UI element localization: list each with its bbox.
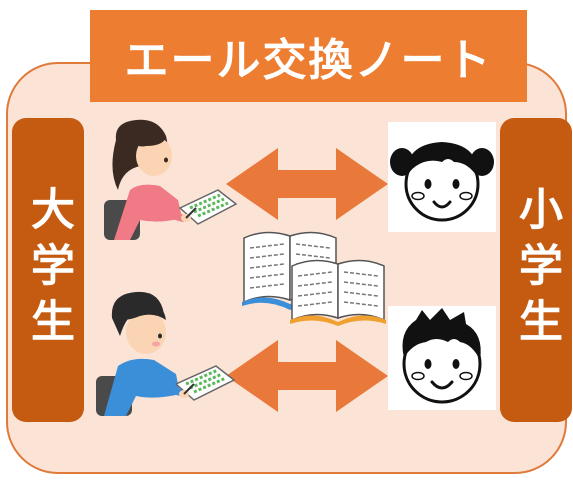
right-side-bar: 小学生 xyxy=(500,118,572,422)
girl-portrait xyxy=(388,122,496,232)
boy-face-icon xyxy=(402,308,482,404)
boy-portrait xyxy=(388,306,496,410)
girl-writing-icon xyxy=(104,119,238,240)
double-arrow-icon xyxy=(226,340,388,412)
open-notebooks-icon xyxy=(242,231,386,326)
left-label: 大学生 xyxy=(23,186,74,354)
title-banner: エール交換ノート xyxy=(90,10,527,102)
double-arrow-icon xyxy=(226,148,388,220)
boy-writing-icon xyxy=(96,291,236,416)
left-side-bar: 大学生 xyxy=(12,118,84,422)
right-label: 小学生 xyxy=(511,186,562,354)
girl-face-icon xyxy=(390,142,494,222)
title: エール交換ノート xyxy=(124,35,493,86)
